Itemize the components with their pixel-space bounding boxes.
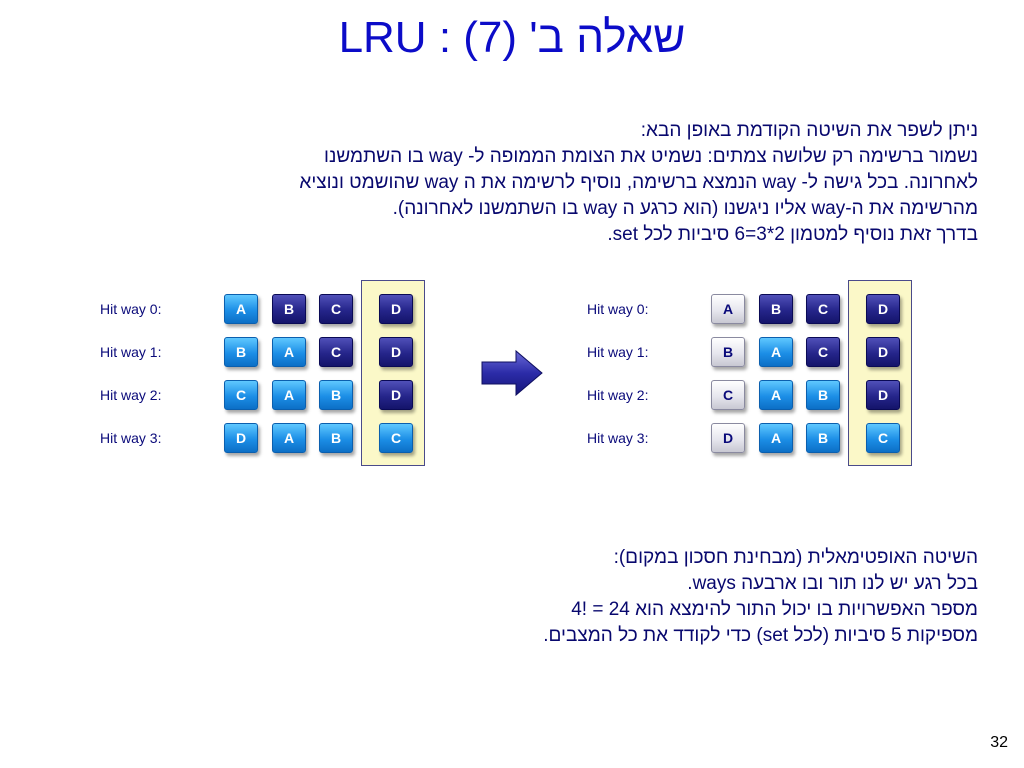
way-cell: A <box>711 294 745 324</box>
row-label: Hit way 3: <box>587 430 649 446</box>
way-cell: B <box>272 294 306 324</box>
way-cell: B <box>711 337 745 367</box>
row-label: Hit way 1: <box>100 344 162 360</box>
intro-line: ניתן לשפר את השיטה הקודמת באופן הבא: <box>640 120 978 141</box>
way-cell: A <box>272 337 306 367</box>
way-cell: B <box>806 423 840 453</box>
way-cell: C <box>806 337 840 367</box>
way-cell: C <box>379 423 413 453</box>
intro-line: בדרך זאת נוסיף למטמון 2*3=6 סיביות לכל s… <box>607 224 978 245</box>
way-cell: D <box>379 380 413 410</box>
optimal-line: השיטה האופטימאלית (מבחינת חסכון במקום): <box>613 547 978 568</box>
way-cell: B <box>319 423 353 453</box>
way-cell: D <box>866 380 900 410</box>
row-label: Hit way 3: <box>100 430 162 446</box>
row-label: Hit way 2: <box>100 387 162 403</box>
way-cell: A <box>759 423 793 453</box>
slide-title: שאלה ב' (7) : LRU <box>338 13 686 62</box>
way-cell: C <box>319 294 353 324</box>
way-cell: C <box>224 380 258 410</box>
optimal-line: בכל רגע יש לנו תור ובו ארבעה ways. <box>687 573 978 594</box>
optimal-paragraph: השיטה האופטימאלית (מבחינת חסכון במקום): … <box>78 545 978 649</box>
page-number: 32 <box>990 734 1008 751</box>
way-cell: D <box>711 423 745 453</box>
row-label: Hit way 2: <box>587 387 649 403</box>
way-cell: B <box>759 294 793 324</box>
row-label: Hit way 0: <box>100 301 162 317</box>
way-cell: D <box>866 294 900 324</box>
way-cell: C <box>319 337 353 367</box>
way-cell: A <box>272 380 306 410</box>
way-cell: A <box>759 337 793 367</box>
row-label: Hit way 1: <box>587 344 649 360</box>
right-arrow-icon <box>481 349 543 397</box>
way-cell: B <box>224 337 258 367</box>
row-label: Hit way 0: <box>587 301 649 317</box>
intro-line: לאחרונה. בכל גישה ל- way הנמצא ברשימה, נ… <box>299 172 978 193</box>
way-cell: D <box>866 337 900 367</box>
optimal-line: מספר האפשרויות בו יכול התור להימצא הוא 2… <box>571 599 978 620</box>
way-cell: C <box>866 423 900 453</box>
way-cell: A <box>272 423 306 453</box>
intro-paragraph: ניתן לשפר את השיטה הקודמת באופן הבא: נשמ… <box>78 118 978 248</box>
intro-line: נשמור ברשימה רק שלושה צמתים: נשמיט את הצ… <box>324 146 978 167</box>
optimal-line: מספיקות 5 סיביות (לכל set) כדי לקודד את … <box>543 625 978 646</box>
way-cell: A <box>759 380 793 410</box>
way-cell: D <box>379 294 413 324</box>
way-cell: C <box>806 294 840 324</box>
way-cell: B <box>319 380 353 410</box>
intro-line: מהרשימה את ה-way אליו ניגשנו (הוא כרגע ה… <box>392 198 978 219</box>
way-cell: B <box>806 380 840 410</box>
way-cell: D <box>379 337 413 367</box>
way-cell: C <box>711 380 745 410</box>
way-cell: A <box>224 294 258 324</box>
way-cell: D <box>224 423 258 453</box>
